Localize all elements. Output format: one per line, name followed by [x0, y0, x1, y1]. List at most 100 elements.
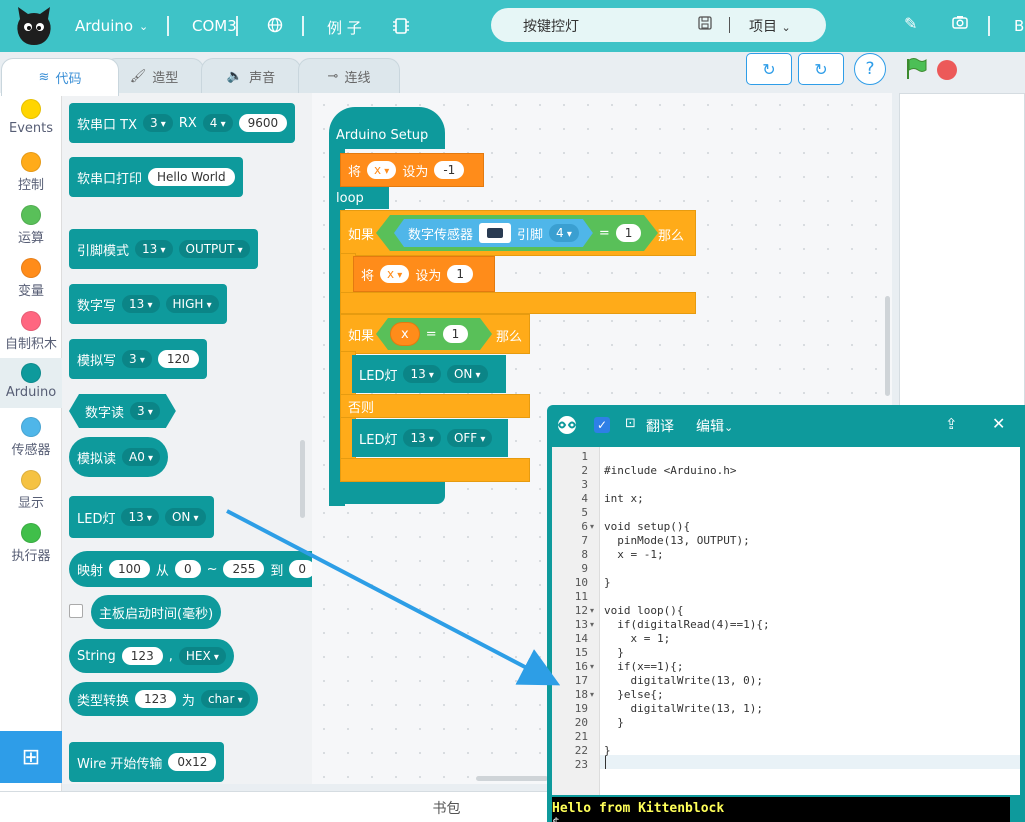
save-icon[interactable]	[698, 16, 712, 34]
pin-dropdown[interactable]: 13	[122, 295, 160, 313]
board-selector[interactable]: Arduino ⌄	[75, 17, 148, 35]
category-operators[interactable]: 运算	[0, 205, 62, 246]
block-set-variable[interactable]: 将 x 设为 -1	[340, 153, 484, 187]
variable-reporter[interactable]: x	[390, 322, 420, 346]
value-input[interactable]: -1	[434, 161, 465, 179]
pin-dropdown[interactable]: 4	[549, 224, 579, 242]
text-input[interactable]: Hello World	[148, 168, 235, 186]
block-softserial[interactable]: 软串口 TX 3 RX 4 9600	[69, 103, 296, 143]
value-input[interactable]: 1	[443, 325, 469, 343]
project-name-input[interactable]: 按键控灯	[523, 19, 579, 35]
sync-button[interactable]: ↻	[798, 53, 844, 85]
category-sensors[interactable]: 传感器	[0, 417, 62, 458]
block-analogread[interactable]: 模拟读 A0	[69, 437, 169, 477]
pin-dropdown[interactable]: 13	[135, 240, 173, 258]
upload-mode-button[interactable]: ↻	[746, 53, 792, 85]
camera-icon[interactable]	[952, 14, 968, 33]
workspace-horizontal-scrollbar[interactable]	[476, 776, 548, 781]
stop-icon[interactable]	[936, 59, 958, 81]
pin-dropdown[interactable]: A0	[122, 448, 161, 466]
upload-icon[interactable]: ⇪	[945, 415, 958, 433]
rx-dropdown[interactable]: 4	[202, 114, 233, 132]
format-dropdown[interactable]: HEX	[178, 647, 226, 665]
block-digital-sensor[interactable]: 数字传感器 引脚 4	[394, 219, 593, 247]
block-uptime[interactable]: 主板启动时间(毫秒)	[91, 595, 222, 629]
block-equals-2[interactable]: x = 1	[376, 318, 492, 350]
category-control[interactable]: 控制	[0, 152, 62, 193]
tab-costumes[interactable]: 🖌造型	[104, 58, 204, 94]
pin-dropdown[interactable]: 13	[403, 365, 441, 383]
pin-dropdown[interactable]: 3	[130, 402, 160, 420]
value-input[interactable]: 255	[223, 560, 265, 578]
category-events[interactable]: Events	[0, 99, 62, 136]
block-softserial-print[interactable]: 软串口打印 Hello World	[69, 157, 243, 197]
category-arduino[interactable]: Arduino	[0, 358, 62, 408]
pin-dropdown[interactable]: 13	[121, 508, 159, 526]
state-dropdown[interactable]: ON	[446, 365, 488, 383]
account-menu[interactable]: B	[1014, 17, 1024, 35]
mode-dropdown[interactable]: OUTPUT	[178, 240, 250, 258]
fold-toggle-icon[interactable]: ▾	[590, 620, 595, 629]
tab-sounds[interactable]: 🔈声音	[201, 58, 301, 94]
state-dropdown[interactable]: ON	[164, 508, 206, 526]
palette-scrollbar[interactable]	[300, 440, 305, 518]
green-flag-icon[interactable]	[904, 57, 928, 81]
kittenblock-logo[interactable]	[14, 5, 54, 47]
category-actuators[interactable]: 执行器	[0, 523, 62, 564]
fold-toggle-icon[interactable]: ▾	[590, 606, 595, 615]
block-arduino-setup[interactable]: Arduino Setup	[329, 107, 445, 149]
category-my-blocks[interactable]: 自制积木	[0, 311, 62, 352]
value-input[interactable]: 1	[447, 265, 473, 283]
value-input[interactable]: 123	[135, 690, 176, 708]
pencil-icon[interactable]: ✎	[904, 14, 918, 33]
project-menu[interactable]: 项目 ⌄	[749, 16, 791, 36]
block-set-variable[interactable]: 将 x 设为 1	[353, 256, 495, 292]
translate-button[interactable]: 翻译	[646, 419, 674, 435]
block-digitalwrite[interactable]: 数字写 13 HIGH	[69, 284, 227, 324]
block-analogwrite[interactable]: 模拟写 3 120	[69, 339, 207, 379]
examples-button[interactable]: 例 子	[327, 17, 362, 38]
type-dropdown[interactable]: char	[200, 690, 250, 708]
pin-dropdown[interactable]: 13	[403, 429, 441, 447]
block-digitalread[interactable]: 数字读 3	[69, 394, 176, 428]
block-led-off[interactable]: LED灯 13 OFF	[352, 419, 508, 457]
category-variables[interactable]: 变量	[0, 258, 62, 299]
serial-console[interactable]: Hello from Kittenblock $	[552, 797, 1010, 822]
block-cast[interactable]: 类型转换 123 为 char	[69, 682, 258, 716]
tx-dropdown[interactable]: 3	[142, 114, 173, 132]
variable-dropdown[interactable]: x	[367, 161, 397, 179]
language-button[interactable]	[267, 17, 283, 33]
fold-toggle-icon[interactable]: ▾	[590, 522, 595, 531]
value-input[interactable]: 0	[289, 560, 312, 578]
block-led[interactable]: LED灯 13 ON	[69, 496, 214, 538]
tab-wiring[interactable]: ⊸连线	[298, 58, 400, 94]
level-dropdown[interactable]: HIGH	[165, 295, 219, 313]
fold-toggle-icon[interactable]: ▾	[590, 662, 595, 671]
variable-dropdown[interactable]: x	[380, 265, 410, 283]
tab-code[interactable]: ≋代码	[1, 58, 119, 96]
add-extension-button[interactable]: ⊞	[0, 731, 62, 783]
block-string[interactable]: String 123 , HEX	[69, 639, 234, 673]
block-pinmode[interactable]: 引脚模式 13 OUTPUT	[69, 229, 258, 269]
port-selector[interactable]: COM3	[192, 17, 237, 35]
value-input[interactable]: 120	[157, 350, 199, 368]
value-input[interactable]: 0	[174, 560, 201, 578]
block-equals-1[interactable]: 数字传感器 引脚 4 = 1	[376, 215, 658, 251]
block-wire-begin[interactable]: Wire 开始传输 0x12	[69, 742, 225, 782]
category-display[interactable]: 显示	[0, 470, 62, 511]
block-map[interactable]: 映射 100 从 0 ~ 255 到 0 ~ 1024	[69, 551, 312, 587]
help-button[interactable]: ?	[854, 53, 886, 85]
state-dropdown[interactable]: OFF	[446, 429, 493, 447]
workspace-vertical-scrollbar[interactable]	[885, 296, 890, 396]
value-input[interactable]: 1	[616, 224, 642, 242]
edit-menu[interactable]: 编辑⌄	[696, 416, 733, 436]
pin-dropdown[interactable]: 3	[122, 350, 152, 368]
value-input[interactable]: 100	[109, 560, 150, 578]
close-icon[interactable]: ✕	[992, 414, 1006, 433]
board-chip-button[interactable]	[393, 17, 409, 35]
uptime-checkbox[interactable]	[69, 604, 83, 618]
baud-input[interactable]: 9600	[238, 114, 288, 132]
fold-toggle-icon[interactable]: ▾	[590, 690, 595, 699]
address-input[interactable]: 0x12	[168, 753, 217, 771]
checkbox-icon[interactable]: ✓	[594, 417, 610, 433]
